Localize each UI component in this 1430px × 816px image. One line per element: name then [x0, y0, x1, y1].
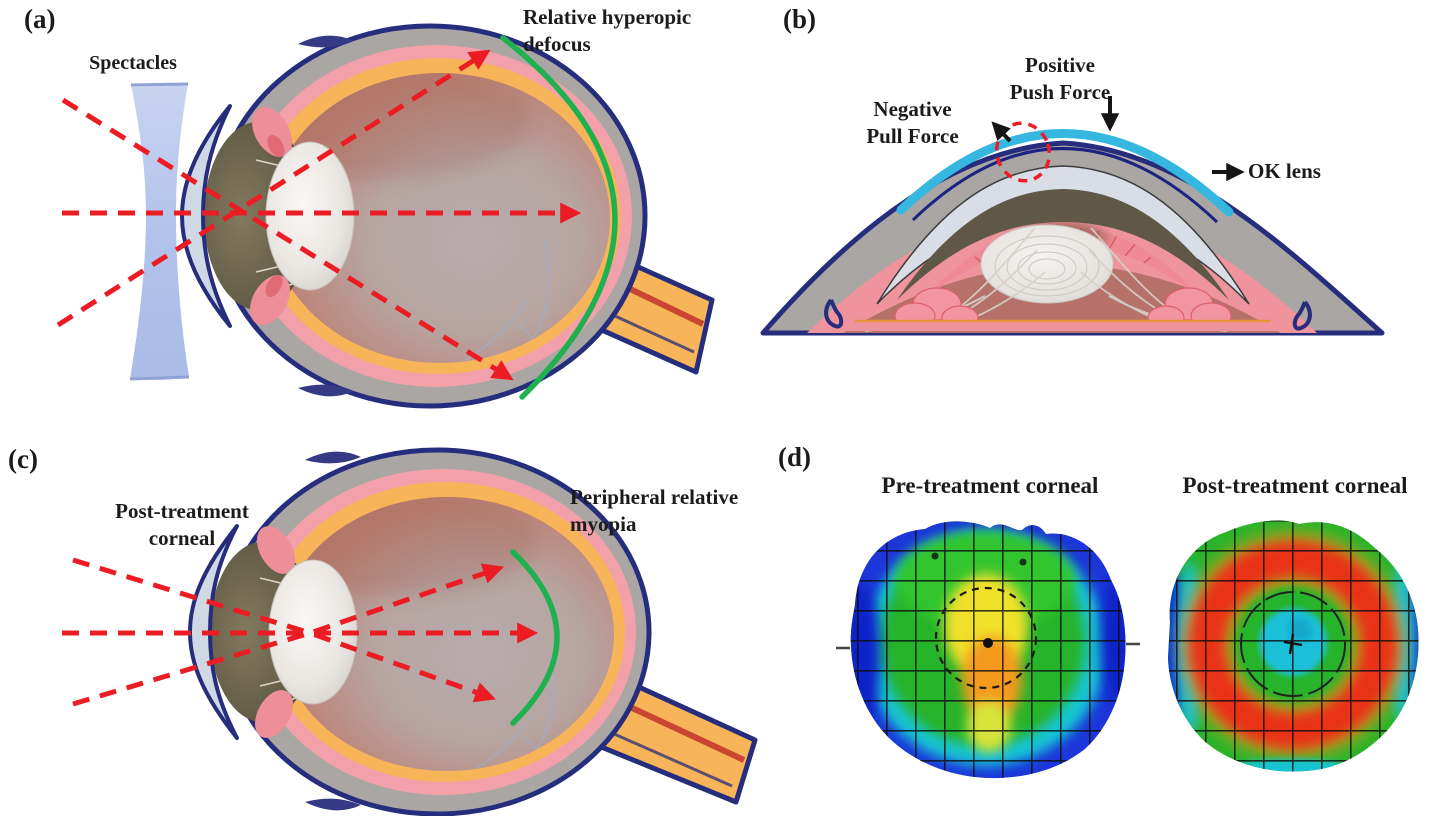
- push-line2: Push Force: [1009, 80, 1111, 104]
- crystalline-lens: [265, 141, 355, 291]
- vessel-notch-top: [305, 451, 361, 464]
- vessel-loop-left: [824, 298, 844, 329]
- panel-b-ok-lens-diagram: [760, 96, 1385, 336]
- anterior-segment: [180, 104, 355, 328]
- negative-pull-force-label: Negative Pull Force: [820, 96, 1005, 150]
- post-treatment-map-title: Post-treatment corneal: [1182, 473, 1408, 498]
- light-rays: [56, 49, 582, 381]
- panel-c-tag: (c): [8, 444, 38, 474]
- map-center-mark: [983, 638, 993, 648]
- zonule-fibers: [952, 227, 1174, 325]
- panel-b-tag: (b): [783, 4, 816, 34]
- panel-a-tag: (a): [24, 4, 56, 34]
- hyperopic-defocus-arc: [500, 35, 618, 400]
- anterior-eye-cross-section: [760, 96, 1385, 336]
- peripheral-myopia-arc: [510, 549, 560, 726]
- corneal-line2: corneal: [148, 526, 216, 550]
- pre-treatment-map-title: Pre-treatment corneal: [881, 473, 1099, 498]
- map-center-mark: [1283, 633, 1303, 655]
- post-treatment-topography-map: [1168, 520, 1419, 772]
- panel-d-tag: (d): [778, 442, 811, 472]
- pupil-outline-circle: [1240, 591, 1346, 697]
- pre-treatment-topography-map: [836, 521, 1140, 779]
- myopia-line1: Peripheral relative: [570, 485, 739, 509]
- pupil-outline-circle: [934, 586, 1038, 690]
- vessel-loop-right: [1292, 300, 1312, 331]
- light-rays: [62, 557, 539, 707]
- concave-spectacle-lens: [130, 82, 189, 381]
- push-line1: Positive: [1025, 53, 1095, 77]
- topography-grid: [1168, 520, 1419, 772]
- peripheral-relative-myopia-label: Peripheral relative myopia: [570, 484, 738, 538]
- panel-c-post-treatment-eye-diagram: [62, 447, 758, 816]
- positive-push-force-label: Positive Push Force: [975, 52, 1145, 106]
- post-treatment-corneal-label: Post-treatment corneal: [82, 498, 282, 552]
- eye-cross-section: [180, 23, 715, 409]
- corneal-line1: Post-treatment: [115, 499, 249, 523]
- defocus-line2: defocus: [523, 32, 591, 56]
- vessel-notch-top: [298, 35, 354, 48]
- myopia-line2: myopia: [570, 512, 637, 536]
- relative-hyperopic-defocus-label: Relative hyperopic defocus: [523, 4, 691, 58]
- ok-lens: [896, 129, 1234, 217]
- anterior-chamber: [897, 189, 1229, 300]
- pull-force-arrow-icon: [991, 121, 1012, 143]
- panel-a-eye-spectacles-diagram: [56, 23, 715, 409]
- spectacles-label: Spectacles: [89, 52, 177, 74]
- ok-lens-label: OK lens: [1248, 159, 1321, 183]
- lens-tear-film-line: [911, 147, 1219, 224]
- defocus-line1: Relative hyperopic: [523, 5, 692, 29]
- panel-d-corneal-topography: [836, 520, 1419, 779]
- topography-grid: [850, 521, 1126, 779]
- spectacle-lens-edges: [129, 82, 190, 381]
- crystalline-lens: [980, 224, 1114, 304]
- cornea: [180, 104, 232, 328]
- pull-line1: Negative: [873, 97, 952, 121]
- pull-line2: Pull Force: [866, 124, 959, 148]
- vessel-notch-bottom: [305, 798, 361, 811]
- vessel-notch-bottom: [298, 384, 354, 397]
